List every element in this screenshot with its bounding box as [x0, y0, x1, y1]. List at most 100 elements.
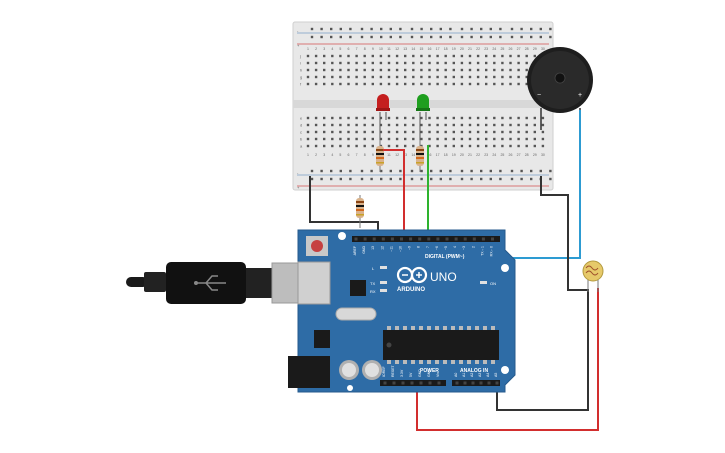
breadboard-hole[interactable]: [306, 68, 310, 72]
wire-buzzer[interactable]: [500, 110, 581, 259]
breadboard-hole[interactable]: [355, 130, 358, 134]
rail-hole[interactable]: [480, 27, 483, 31]
breadboard-hole[interactable]: [501, 61, 504, 65]
breadboard-hole[interactable]: [339, 54, 342, 58]
breadboard-hole[interactable]: [387, 123, 391, 127]
breadboard-hole[interactable]: [404, 116, 407, 120]
rail-hole[interactable]: [339, 35, 342, 39]
breadboard-hole[interactable]: [420, 123, 423, 127]
breadboard-hole[interactable]: [363, 130, 366, 134]
breadboard-hole[interactable]: [371, 61, 374, 65]
breadboard-hole[interactable]: [460, 130, 464, 134]
breadboard-hole[interactable]: [525, 130, 528, 134]
breadboard-hole[interactable]: [444, 54, 447, 58]
breadboard-hole[interactable]: [541, 144, 545, 148]
breadboard-hole[interactable]: [452, 68, 455, 72]
usb-cable[interactable]: [126, 262, 328, 304]
breadboard-hole[interactable]: [444, 116, 447, 120]
rail-hole[interactable]: [460, 177, 464, 181]
breadboard-hole[interactable]: [452, 123, 455, 127]
breadboard-hole[interactable]: [363, 68, 366, 72]
breadboard-hole[interactable]: [460, 116, 464, 120]
breadboard-hole[interactable]: [363, 61, 366, 65]
breadboard-hole[interactable]: [501, 144, 504, 148]
breadboard-hole[interactable]: [339, 75, 342, 79]
breadboard-hole[interactable]: [509, 54, 512, 58]
breadboard-hole[interactable]: [436, 130, 439, 134]
rail-hole[interactable]: [420, 169, 423, 173]
breadboard-hole[interactable]: [339, 61, 342, 65]
breadboard-hole[interactable]: [314, 61, 318, 65]
rail-hole[interactable]: [420, 35, 423, 39]
breadboard-hole[interactable]: [404, 54, 407, 58]
breadboard-hole[interactable]: [509, 116, 512, 120]
breadboard-hole[interactable]: [501, 75, 504, 79]
rail-hole[interactable]: [430, 169, 433, 173]
breadboard-hole[interactable]: [347, 137, 350, 141]
breadboard-hole[interactable]: [331, 137, 334, 141]
breadboard-hole[interactable]: [444, 68, 447, 72]
breadboard-hole[interactable]: [452, 130, 455, 134]
breadboard-hole[interactable]: [323, 116, 326, 120]
breadboard-hole[interactable]: [468, 144, 472, 148]
breadboard-hole[interactable]: [379, 116, 383, 120]
breadboard-hole[interactable]: [339, 116, 342, 120]
rail-hole[interactable]: [510, 27, 514, 31]
rail-hole[interactable]: [360, 169, 364, 173]
breadboard-hole[interactable]: [363, 116, 366, 120]
header-pin[interactable]: [454, 237, 458, 241]
breadboard-hole[interactable]: [355, 116, 358, 120]
breadboard-hole[interactable]: [306, 82, 310, 86]
breadboard-hole[interactable]: [444, 144, 447, 148]
breadboard-hole[interactable]: [404, 123, 407, 127]
breadboard-hole[interactable]: [452, 75, 455, 79]
breadboard-hole[interactable]: [379, 123, 383, 127]
header-pin[interactable]: [390, 237, 394, 241]
breadboard-hole[interactable]: [347, 82, 350, 86]
breadboard-hole[interactable]: [436, 123, 439, 127]
breadboard-hole[interactable]: [412, 54, 415, 58]
rail-hole[interactable]: [389, 27, 392, 31]
breadboard-hole[interactable]: [428, 130, 431, 134]
rail-hole[interactable]: [480, 35, 483, 39]
breadboard-hole[interactable]: [525, 68, 528, 72]
breadboard-hole[interactable]: [395, 75, 399, 79]
breadboard-hole[interactable]: [436, 61, 439, 65]
breadboard-hole[interactable]: [412, 116, 415, 120]
breadboard-hole[interactable]: [517, 130, 520, 134]
breadboard-hole[interactable]: [395, 116, 399, 120]
rail-hole[interactable]: [310, 177, 314, 181]
rail-hole[interactable]: [320, 169, 323, 173]
breadboard-hole[interactable]: [517, 61, 520, 65]
rail-hole[interactable]: [460, 35, 464, 39]
header-pin[interactable]: [401, 381, 405, 385]
breadboard-hole[interactable]: [339, 82, 342, 86]
breadboard-hole[interactable]: [517, 144, 520, 148]
breadboard-hole[interactable]: [371, 137, 374, 141]
breadboard-hole[interactable]: [460, 82, 464, 86]
breadboard-hole[interactable]: [371, 75, 374, 79]
breadboard-hole[interactable]: [379, 137, 383, 141]
breadboard-hole[interactable]: [468, 130, 472, 134]
breadboard-hole[interactable]: [485, 75, 488, 79]
header-pin[interactable]: [487, 381, 491, 385]
breadboard-hole[interactable]: [533, 116, 536, 120]
header-pin[interactable]: [436, 237, 440, 241]
breadboard-hole[interactable]: [509, 68, 512, 72]
breadboard-hole[interactable]: [387, 61, 391, 65]
rail-hole[interactable]: [539, 35, 542, 39]
breadboard-hole[interactable]: [412, 61, 415, 65]
rail-hole[interactable]: [520, 177, 523, 181]
breadboard-hole[interactable]: [347, 75, 350, 79]
rail-hole[interactable]: [549, 169, 552, 173]
header-pin[interactable]: [427, 237, 431, 241]
breadboard-hole[interactable]: [428, 137, 431, 141]
breadboard-hole[interactable]: [509, 130, 512, 134]
breadboard-hole[interactable]: [468, 137, 472, 141]
rail-hole[interactable]: [520, 169, 523, 173]
breadboard-hole[interactable]: [476, 144, 480, 148]
breadboard-hole[interactable]: [363, 137, 366, 141]
breadboard-hole[interactable]: [460, 75, 464, 79]
breadboard-hole[interactable]: [460, 137, 464, 141]
breadboard-hole[interactable]: [323, 68, 326, 72]
